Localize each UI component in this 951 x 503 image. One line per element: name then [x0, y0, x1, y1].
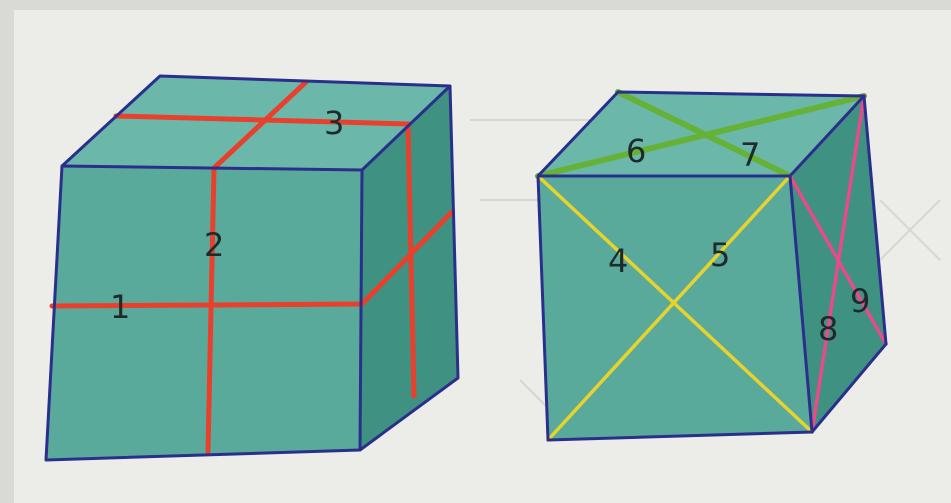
left-cube: 1 2 3 — [44, 74, 460, 462]
line-8 — [810, 94, 866, 434]
right-cube-yellow-lines — [536, 174, 814, 442]
label-1: 1 — [110, 288, 130, 326]
right-cube-green-lines — [535, 89, 867, 179]
label-2: 2 — [204, 226, 224, 264]
right-cube: 4 5 6 7 8 9 — [535, 89, 888, 442]
right-cube-edges — [536, 90, 888, 442]
line-5 — [546, 174, 792, 442]
top-shadow-band — [0, 0, 951, 10]
line-3 — [113, 113, 417, 399]
right-cube-pink-lines — [788, 94, 888, 434]
label-4: 4 — [608, 242, 628, 280]
left-cube-front-face — [46, 166, 362, 460]
left-cube-top-face — [62, 76, 450, 170]
label-8: 8 — [818, 310, 838, 348]
line-6 — [535, 93, 867, 179]
line-7 — [615, 89, 793, 179]
line-9 — [788, 174, 888, 346]
left-shadow-band — [0, 0, 14, 503]
label-5: 5 — [710, 236, 730, 274]
label-6: 6 — [626, 132, 646, 170]
label-9: 9 — [850, 282, 870, 320]
label-7: 7 — [740, 136, 760, 174]
left-cube-edges — [44, 74, 460, 462]
label-3: 3 — [324, 104, 344, 142]
